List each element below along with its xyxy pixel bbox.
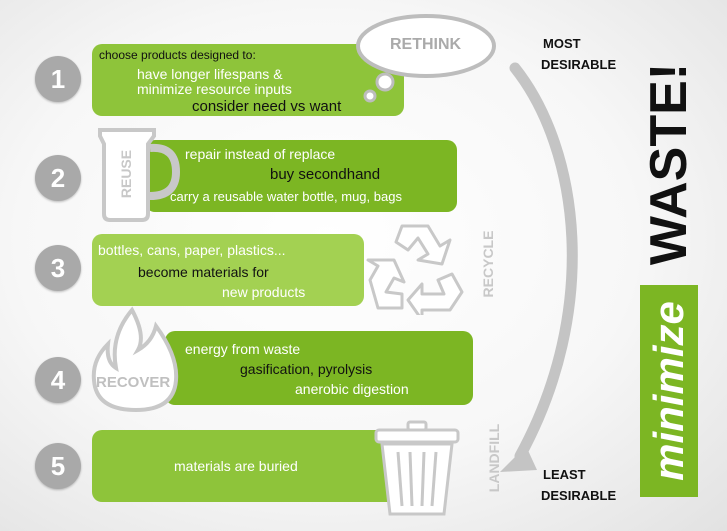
- step-4-line-2: gasification, pyrolysis: [240, 361, 373, 377]
- minimize-waste-banner: minimize WASTE!: [640, 43, 698, 497]
- most-label: MOST: [543, 36, 581, 51]
- mug-icon: [98, 128, 181, 222]
- step-1-box: choose products designed to: have longer…: [92, 44, 404, 116]
- least-desirable-label: LEAST DESIRABLE: [541, 464, 616, 506]
- step-number-5: 5: [35, 443, 81, 489]
- step-1-line-4: consider need vs want: [192, 98, 342, 115]
- step-5-box: materials are buried: [92, 430, 404, 502]
- step-4-box: energy from waste gasification, pyrolysi…: [165, 331, 473, 405]
- desirable-bottom-label: DESIRABLE: [541, 488, 617, 503]
- step-3-box: bottles, cans, paper, plastics... become…: [92, 234, 364, 306]
- banner-rotator: minimize WASTE!: [640, 43, 698, 497]
- step-number-2: 2: [35, 155, 81, 201]
- recycle-icon: [366, 224, 464, 315]
- trash-can-icon: [374, 420, 460, 516]
- step-4-line-1: energy from waste: [185, 341, 301, 357]
- recover-label: RECOVER: [96, 374, 171, 391]
- banner-minimize: minimize: [640, 285, 698, 497]
- step-2-line-3: carry a reusable water bottle, mug, bags: [170, 189, 402, 204]
- landfill-label: LANDFILL: [486, 423, 502, 493]
- reuse-label: REUSE: [118, 149, 134, 199]
- step-number-1: 1: [35, 56, 81, 102]
- rethink-label: RETHINK: [390, 36, 462, 53]
- step-3-line-3: new products: [222, 284, 306, 300]
- step-3-line-1: bottles, cans, paper, plastics...: [98, 242, 286, 258]
- most-desirable-label: MOST DESIRABLE: [541, 33, 616, 75]
- least-label: LEAST: [543, 467, 586, 482]
- step-2-line-1: repair instead of replace: [185, 146, 336, 162]
- step-5-line-1: materials are buried: [174, 458, 298, 474]
- step-1-line-3: minimize resource inputs: [137, 81, 292, 97]
- step-number-3: 3: [35, 245, 81, 291]
- thought-bubble-icon: [356, 14, 496, 103]
- step-2-line-2: buy secondhand: [270, 166, 381, 183]
- step-2-box: repair instead of replace buy secondhand…: [145, 140, 457, 212]
- recycle-label: RECYCLE: [480, 230, 496, 298]
- banner-waste: WASTE!: [640, 62, 698, 266]
- step-1-line-2: have longer lifespans &: [137, 66, 283, 82]
- step-1-line-1: choose products designed to:: [99, 48, 256, 62]
- desirable-top-label: DESIRABLE: [541, 57, 617, 72]
- flame-icon: [91, 306, 179, 413]
- step-4-line-3: anerobic digestion: [295, 381, 409, 397]
- step-3-line-2: become materials for: [138, 264, 269, 280]
- step-number-4: 4: [35, 357, 81, 403]
